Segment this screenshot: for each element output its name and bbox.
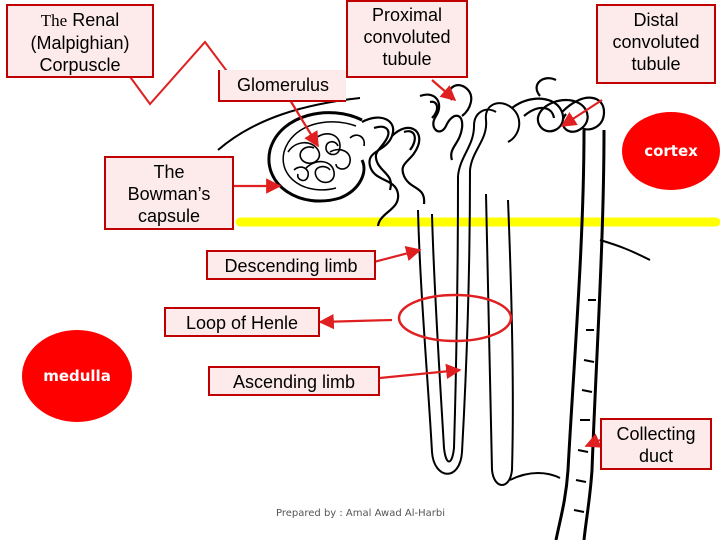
- author-credit: Prepared by : Amal Awad Al-Harbi: [276, 508, 445, 519]
- renal-line1: Renal: [72, 10, 120, 30]
- arrow-proximal-tubule: [431, 79, 457, 102]
- renal-line2: (Malpighian): [30, 33, 130, 53]
- dct-line3: tubule: [631, 54, 681, 74]
- medulla-text: medulla: [43, 367, 111, 385]
- label-proximal-tubule: Proximal convoluted tubule: [346, 0, 468, 78]
- collecting-line1: Collecting: [616, 424, 696, 444]
- dct-line1: Distal: [633, 10, 679, 30]
- collecting-line2: duct: [638, 446, 674, 466]
- loop-highlight-ellipse: [397, 293, 513, 343]
- label-loop-of-henle: Loop of Henle: [164, 307, 320, 337]
- renal-corpuscle-bracket: [127, 40, 233, 106]
- bowman-line3: capsule: [137, 206, 201, 226]
- label-bowmans-capsule: The Bowman’s capsule: [104, 156, 234, 230]
- label-descending-limb: Descending limb: [206, 250, 376, 280]
- label-renal-corpuscle: The Renal (Malpighian) Corpuscle: [6, 4, 154, 78]
- arrow-distal-tubule: [560, 99, 603, 127]
- glomerulus-text: Glomerulus: [236, 75, 330, 95]
- renal-line3: Corpuscle: [39, 55, 121, 75]
- glomerulus-shape: [287, 133, 366, 184]
- arrow-collecting-duct: [584, 433, 602, 448]
- collecting-duct-shape: [509, 129, 651, 540]
- bowman-line2: Bowman’s: [127, 184, 211, 204]
- dct-line2: convoluted: [612, 32, 700, 52]
- arrow-descending-limb: [373, 246, 422, 264]
- bowman-line1: The: [153, 162, 185, 182]
- zone-cortex: cortex: [622, 112, 720, 190]
- proximal-tubule-shape: [361, 84, 473, 227]
- loop-of-henle-shape: [417, 102, 521, 486]
- label-ascending-limb: Ascending limb: [208, 366, 380, 396]
- label-glomerulus: Glomerulus: [218, 70, 346, 102]
- pct-line3: tubule: [382, 49, 432, 69]
- label-distal-tubule: Distal convoluted tubule: [596, 4, 716, 84]
- arrow-loop-of-henle: [318, 313, 393, 330]
- pct-line2: convoluted: [363, 27, 451, 47]
- cortex-text: cortex: [644, 142, 698, 160]
- label-collecting-duct: Collecting duct: [600, 418, 712, 470]
- distal-tubule-shape: [511, 77, 606, 133]
- arrow-ascending-limb: [379, 363, 462, 380]
- renal-prefix: The: [40, 11, 68, 30]
- loop-of-henle-text: Loop of Henle: [185, 313, 299, 333]
- ascending-limb-text: Ascending limb: [232, 372, 356, 392]
- pct-line1: Proximal: [371, 5, 442, 25]
- arrow-glomerulus: [289, 99, 319, 148]
- descending-limb-text: Descending limb: [224, 256, 358, 276]
- zone-medulla: medulla: [22, 330, 132, 422]
